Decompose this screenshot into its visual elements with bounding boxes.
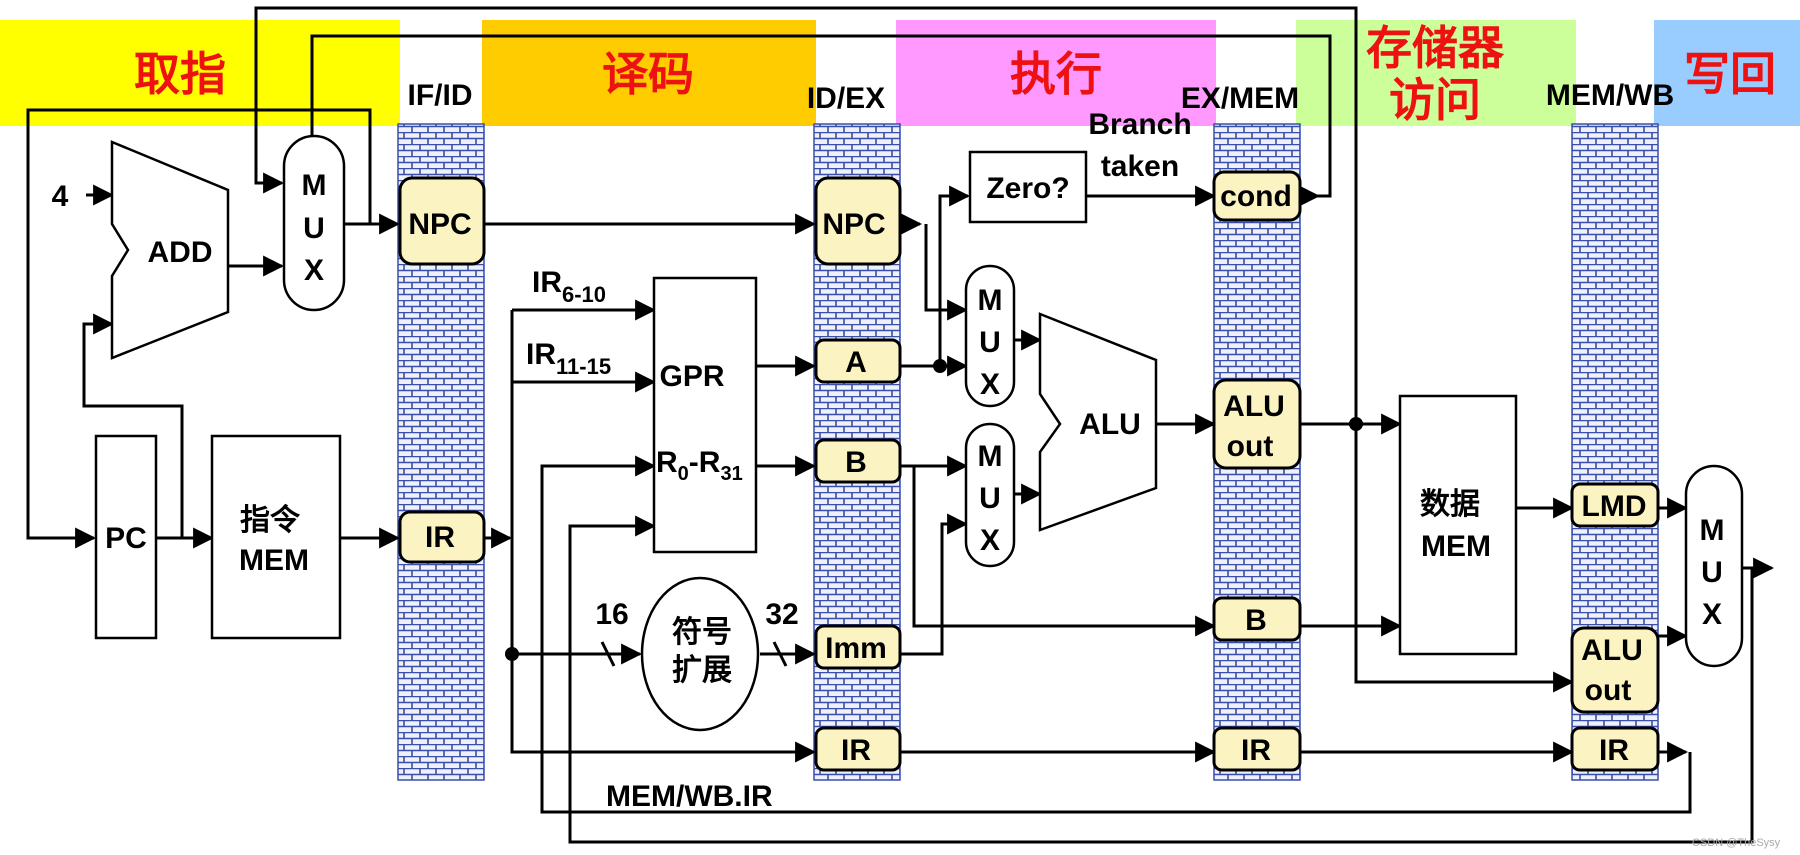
stage-label-decode: 译码 [602,48,694,100]
width-32-label: 32 [765,598,798,631]
ex-mux-bottom [964,422,1016,568]
stage-label-mem-line2: 访问 [1389,74,1481,126]
zero-test-label: Zero? [986,172,1069,205]
zero-test-unit [968,150,1088,224]
ex-mux-top-letter-m: M [978,284,1003,317]
if-id-npc-label: NPC [408,208,471,241]
mem-wb-ir-feedback-label: MEM/WB.IR [606,780,773,813]
stage-band-decode [482,20,816,126]
const-four: 4 [52,180,69,213]
wb-mux-letter-m: M [1700,514,1725,547]
pipe-reg-label-ex-mem: EX/MEM [1181,82,1299,115]
id-ex-b-label: B [845,446,867,479]
dmem-label-line1: 数据 [1420,488,1480,521]
pipe-reg-label-id-ex: ID/EX [807,82,885,115]
ex-mem-aluout [1212,378,1302,470]
if-mux-letter-x: X [304,254,324,287]
if-mux-letter-m: M [302,169,327,202]
ex-mem-cond [1212,170,1302,222]
mem-wb-lmd [1570,482,1660,528]
id-ex-npc [814,176,902,266]
mem-wb-aluout [1570,626,1660,714]
dmem-label-line2: MEM [1421,530,1491,563]
alu-label: ALU [1079,408,1141,441]
if-id-ir [398,510,486,564]
id-ex-ir [814,726,902,772]
ex-mem-b-label: B [1245,604,1267,637]
stage-label-writeback: 写回 [1684,48,1776,100]
pipe-reg-label-if-id: IF/ID [408,79,473,112]
id-ex-a-label: A [845,346,867,379]
if-id-ir-label: IR [425,521,455,554]
ex-mem-ir-label: IR [1241,734,1271,767]
mem-wb-aluout-line2: out [1585,674,1632,707]
add-unit [110,140,230,360]
alu-unit [1038,312,1158,532]
stage-label-execute: 执行 [1010,48,1102,100]
instruction-memory [210,434,342,640]
add-label: ADD [148,236,213,269]
stage-label-fetch: 取指 [134,48,226,100]
stage-band-mem [1296,20,1576,126]
gpr-register-file [652,276,758,554]
ex-mem-aluout-line2: out [1227,430,1274,463]
stage-band-writeback [1654,20,1800,126]
if-mux-letter-u: U [303,212,325,245]
data-memory [1398,394,1518,656]
ex-mux-bottom-letter-x: X [980,524,1000,557]
pc-register [94,434,158,640]
wires [26,6,1775,844]
mem-wb-lmd-label: LMD [1582,490,1647,523]
id-ex-imm-label: Imm [825,632,887,665]
branch-taken-line2: taken [1101,150,1179,183]
sign-extend-label-line2: 扩展 [672,654,732,687]
wb-mux-letter-x: X [1702,598,1722,631]
gpr-range-label: R0-R31 [656,446,743,485]
id-ex-a [814,338,902,384]
branch-taken-line1: Branch [1088,108,1191,141]
ex-mem-aluout-line1: ALU [1223,390,1285,423]
wb-mux-letter-u: U [1701,556,1723,589]
watermark: CSDN @TheSysy [1692,837,1781,849]
id-ex-b [814,438,902,484]
width-16-label: 16 [595,598,628,631]
mem-wb-aluout-line1: ALU [1581,634,1643,667]
ir-11-15-label: IR11-15 [526,338,611,379]
wb-mux [1684,464,1744,668]
mem-wb-ir-label: IR [1599,734,1629,767]
stage-band-execute [896,20,1216,126]
pipe-reg-label-mem-wb: MEM/WB [1546,79,1674,112]
ex-mux-bottom-letter-u: U [979,482,1001,515]
ex-mem-cond-label: cond [1220,180,1292,213]
stage-band-fetch [0,20,400,126]
id-ex-imm [814,624,902,670]
id-ex-npc-label: NPC [822,208,885,241]
if-id-npc [398,176,486,266]
stage-label-mem-line1: 存储器 [1366,22,1505,74]
ex-mux-top-letter-x: X [980,368,1000,401]
if-mux [282,134,346,312]
ex-mux-top-letter-u: U [979,326,1001,359]
mem-wb-ir [1570,726,1660,772]
id-ex-ir-label: IR [841,734,871,767]
ir-6-10-label: IR6-10 [532,266,606,307]
ex-mux-top [964,264,1016,408]
ex-mem-b [1212,596,1302,642]
ex-mem-ir [1212,726,1302,772]
gpr-label: GPR [659,360,724,393]
pc-label: PC [105,522,147,555]
sign-extend-label-line1: 符号 [672,616,732,649]
imem-label-line2: MEM [239,544,309,577]
ex-mux-bottom-letter-m: M [978,440,1003,473]
imem-label-line1: 指令 [240,503,301,537]
sign-extend-unit [640,576,760,732]
